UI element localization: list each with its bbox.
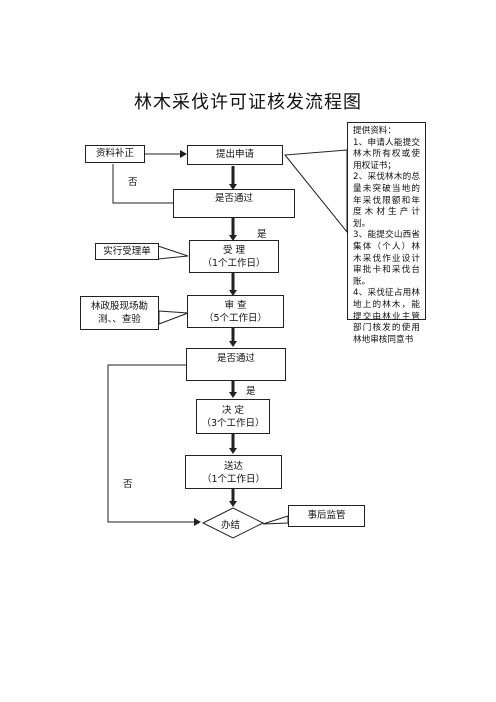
supervise-box: 事后监管 [288, 505, 365, 527]
supervise-callout-pointer [262, 515, 289, 525]
arrowhead-check2-decide [229, 392, 237, 398]
page-title: 林木采伐许可证核发流程图 [134, 92, 362, 113]
edge-label-no-2: 否 [123, 479, 133, 490]
submit-box: 提出申请 [187, 145, 283, 165]
finish-label: 办结 [221, 520, 241, 531]
edge-label-no-1: 否 [128, 177, 138, 188]
review-note-line1: 林政股现场勘 [90, 301, 148, 312]
materials-item-2: 2、采伐林木的总量未突破当地的年采伐限额和年度木材生产计划。 [353, 172, 420, 229]
supplement-label: 资料补正 [95, 148, 134, 159]
review-note-pointer [158, 310, 189, 325]
materials-heading: 提供资料： [353, 126, 396, 136]
review-duration: （5个工作日） [203, 313, 268, 324]
check2-label: 是否通过 [216, 353, 255, 364]
deliver-label: 送达 [223, 461, 243, 472]
decide-duration: （3个工作日） [201, 418, 265, 429]
accept-note-pointer [157, 245, 189, 260]
accept-note-label: 实行受理单 [103, 246, 151, 257]
arrowhead-accept-review [229, 290, 237, 296]
arrowhead-review-check2 [229, 341, 237, 347]
check2-box: 是否通过 [186, 348, 286, 381]
accept-box: 受 理 （1个工作日） [189, 240, 279, 273]
materials-item-1: 1、申请人能提交林木所有权或使用权证书； [353, 137, 420, 171]
edge-label-yes-2: 是 [246, 386, 256, 397]
arrowhead-submit-check1 [229, 184, 237, 190]
materials-note: 提供资料： 1、申请人能提交林木所有权或使用权证书； 2、采伐林木的总量未突破当… [347, 122, 426, 345]
review-note-line2: 测、、查验 [98, 314, 141, 325]
finish-diamond [201, 507, 265, 539]
supplement-box: 资料补正 [85, 145, 145, 163]
materials-item-4: 4、采伐征占用林地上的林木，能提交由林业主管部门核发的使用林地审核同意书 [353, 288, 420, 345]
review-box: 审 查 （5个工作日） [187, 295, 284, 328]
deliver-duration: （1个工作日） [201, 474, 266, 485]
accept-note-box: 实行受理单 [95, 243, 159, 260]
supervise-label: 事后监管 [307, 510, 346, 521]
edge-check1-no [112, 164, 173, 204]
materials-item-3: 3、能提交山西省集体（个人）林木采伐作业设计审批卡和采伐台账。 [353, 230, 420, 287]
decide-label: 决 定 [221, 405, 245, 416]
submit-label: 提出申请 [215, 149, 254, 160]
accept-duration: （1个工作日） [202, 258, 266, 269]
check1-box: 是否通过 [173, 189, 295, 218]
edge-label-yes-1: 是 [257, 229, 267, 240]
arrowhead-decide-deliver [229, 448, 237, 454]
deliver-box: 送达 （1个工作日） [185, 455, 282, 489]
review-note-box: 林政股现场勘 测、、查验 [80, 296, 159, 330]
review-label: 审 查 [224, 300, 247, 311]
check1-label: 是否通过 [214, 193, 253, 204]
arrowhead-deliver-finish [229, 501, 237, 507]
accept-label: 受 理 [222, 245, 246, 256]
decide-box: 决 定 （3个工作日） [196, 399, 270, 434]
edge-check2-no [107, 364, 201, 526]
arrowhead-check1-accept [229, 235, 237, 241]
